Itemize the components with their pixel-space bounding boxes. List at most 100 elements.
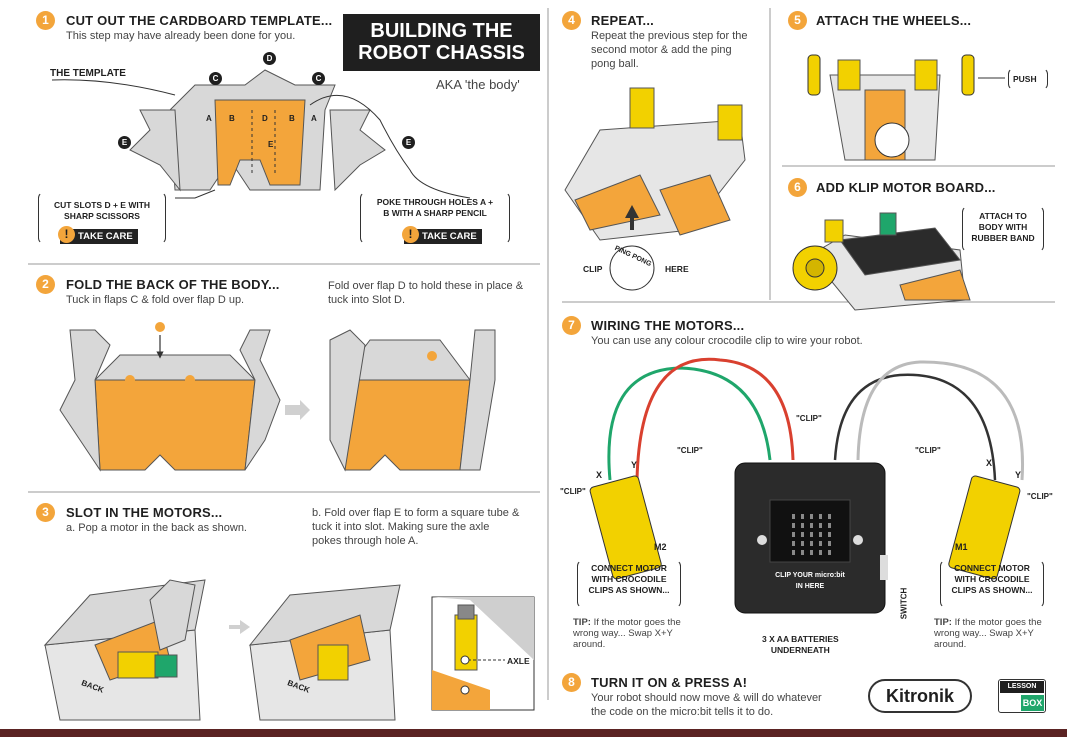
rubber-band-note: ATTACH TO BODY WITH RUBBER BAND <box>971 211 1035 243</box>
led <box>792 541 795 546</box>
led <box>792 523 795 528</box>
page-subtitle: AKA 'the body' <box>436 77 520 92</box>
led <box>810 514 813 519</box>
step-8-title: TURN IT ON & PRESS A! <box>591 675 748 690</box>
led <box>819 550 822 555</box>
led <box>792 532 795 537</box>
wheels-illustration <box>807 54 1005 161</box>
led <box>810 550 813 555</box>
step-3-title: SLOT IN THE MOTORS... <box>66 505 223 520</box>
box-label: BOX <box>1021 695 1044 711</box>
led <box>828 514 831 519</box>
step-2-title: FOLD THE BACK OF THE BODY... <box>66 277 280 292</box>
template-letter-e: E <box>118 136 131 149</box>
lesson-label: LESSON <box>1000 681 1044 693</box>
tip-left: TIP: If the motor goes the wrong way... … <box>573 617 713 650</box>
led <box>792 550 795 555</box>
motor-board-illustration <box>792 212 971 311</box>
led <box>828 550 831 555</box>
tip-left-text: If the motor goes the wrong way... Swap … <box>573 617 681 650</box>
led <box>801 550 804 555</box>
led <box>801 514 804 519</box>
led <box>828 523 831 528</box>
template-letter-e: E <box>402 136 415 149</box>
take-care-badge-left: !TAKE CARE <box>58 226 138 244</box>
connect-bracket-left <box>577 560 681 608</box>
template-letter-d: D <box>262 114 268 123</box>
step-2-number: 2 <box>36 275 55 294</box>
note-bracket-left <box>38 192 166 244</box>
board-label: CLIP YOUR micro:bit IN HERE <box>775 572 845 590</box>
page-title-line-1: BUILDING THE <box>370 20 513 42</box>
template-letter-e: E <box>268 140 274 149</box>
connect-note-left: CONNECT MOTOR WITH CROCODILE CLIPS AS SH… <box>588 563 670 595</box>
push-label: PUSH <box>1013 74 1037 84</box>
clip-label-top: "CLIP" <box>796 414 822 423</box>
led <box>801 541 804 546</box>
template-letter-a: A <box>311 114 317 123</box>
led <box>810 523 813 528</box>
led <box>819 523 822 528</box>
wire-y-left: Y <box>631 460 638 470</box>
page-title: BUILDING THE ROBOT CHASSIS <box>343 14 540 71</box>
led <box>801 532 804 537</box>
warning-icon: ! <box>402 226 419 243</box>
warning-icon: ! <box>58 226 75 243</box>
rubber-band-bracket <box>962 206 1044 252</box>
step-3-text-b: b. Fold over flap E to form a square tub… <box>312 507 520 547</box>
step-2-text-b: Fold over flap D to hold these in place … <box>328 280 524 306</box>
clip-label-step4: CLIP <box>583 264 603 274</box>
note-cut-slots: CUT SLOTS D + E WITH SHARP SCISSORS <box>53 200 151 221</box>
step-1-title: CUT OUT THE CARDBOARD TEMPLATE... <box>66 13 333 28</box>
motor-m2-label: M2 <box>654 542 667 552</box>
tip-right-label: TIP: <box>934 617 952 628</box>
wire-y-right: Y <box>1015 470 1022 480</box>
fold-illustration <box>59 322 496 472</box>
step-2-text: Tuck in flaps C & fold over flap D up. <box>66 294 245 306</box>
motor-slot-illustration <box>43 579 535 721</box>
lesson-box-logo: LESSON BOX <box>998 679 1046 713</box>
template-illustration <box>51 69 471 199</box>
step-6-number: 6 <box>788 178 807 197</box>
take-care-label-right: TAKE CARE <box>422 231 477 242</box>
step-4-title: REPEAT... <box>591 13 654 28</box>
led <box>792 514 795 519</box>
led <box>819 532 822 537</box>
template-label: THE TEMPLATE <box>50 68 126 79</box>
step-8-number: 8 <box>562 673 581 692</box>
kitronik-logo: Kitronik <box>868 679 972 713</box>
wire-x-left: X <box>596 470 603 480</box>
step-1-text: This step may have already been done for… <box>66 30 296 42</box>
template-letter-c: C <box>209 72 222 85</box>
led <box>819 541 822 546</box>
step-6-title: ADD KLIP MOTOR BOARD... <box>816 180 996 195</box>
take-care-label-left: TAKE CARE <box>78 231 133 242</box>
step-1-number: 1 <box>36 11 55 30</box>
push-bracket <box>1008 68 1048 90</box>
here-label-step4: HERE <box>665 264 689 274</box>
connect-note-right: CONNECT MOTOR WITH CROCODILE CLIPS AS SH… <box>951 563 1033 595</box>
footer-bar <box>0 729 1067 737</box>
led <box>819 514 822 519</box>
step-3-text: a. Pop a motor in the back as shown. <box>66 522 247 534</box>
step-4-text: Repeat the previous step for the second … <box>591 30 748 70</box>
led <box>828 541 831 546</box>
step-7-title: WIRING THE MOTORS... <box>591 318 745 333</box>
clip-label-right-upper: "CLIP" <box>915 446 941 455</box>
clip-label-right-lower: "CLIP" <box>1027 492 1053 501</box>
wire-x-right: X <box>986 458 993 468</box>
led <box>801 523 804 528</box>
template-letter-a: A <box>206 114 212 123</box>
take-care-badge-right: !TAKE CARE <box>402 226 482 244</box>
step-3-number: 3 <box>36 503 55 522</box>
motor-m1-label: M1 <box>955 542 968 552</box>
connect-bracket-right <box>940 560 1044 608</box>
template-letter-b: B <box>289 114 295 123</box>
step-5-number: 5 <box>788 11 807 30</box>
step-7-number: 7 <box>562 316 581 335</box>
led <box>810 532 813 537</box>
note-poke-holes: POKE THROUGH HOLES A + B WITH A SHARP PE… <box>376 197 494 218</box>
